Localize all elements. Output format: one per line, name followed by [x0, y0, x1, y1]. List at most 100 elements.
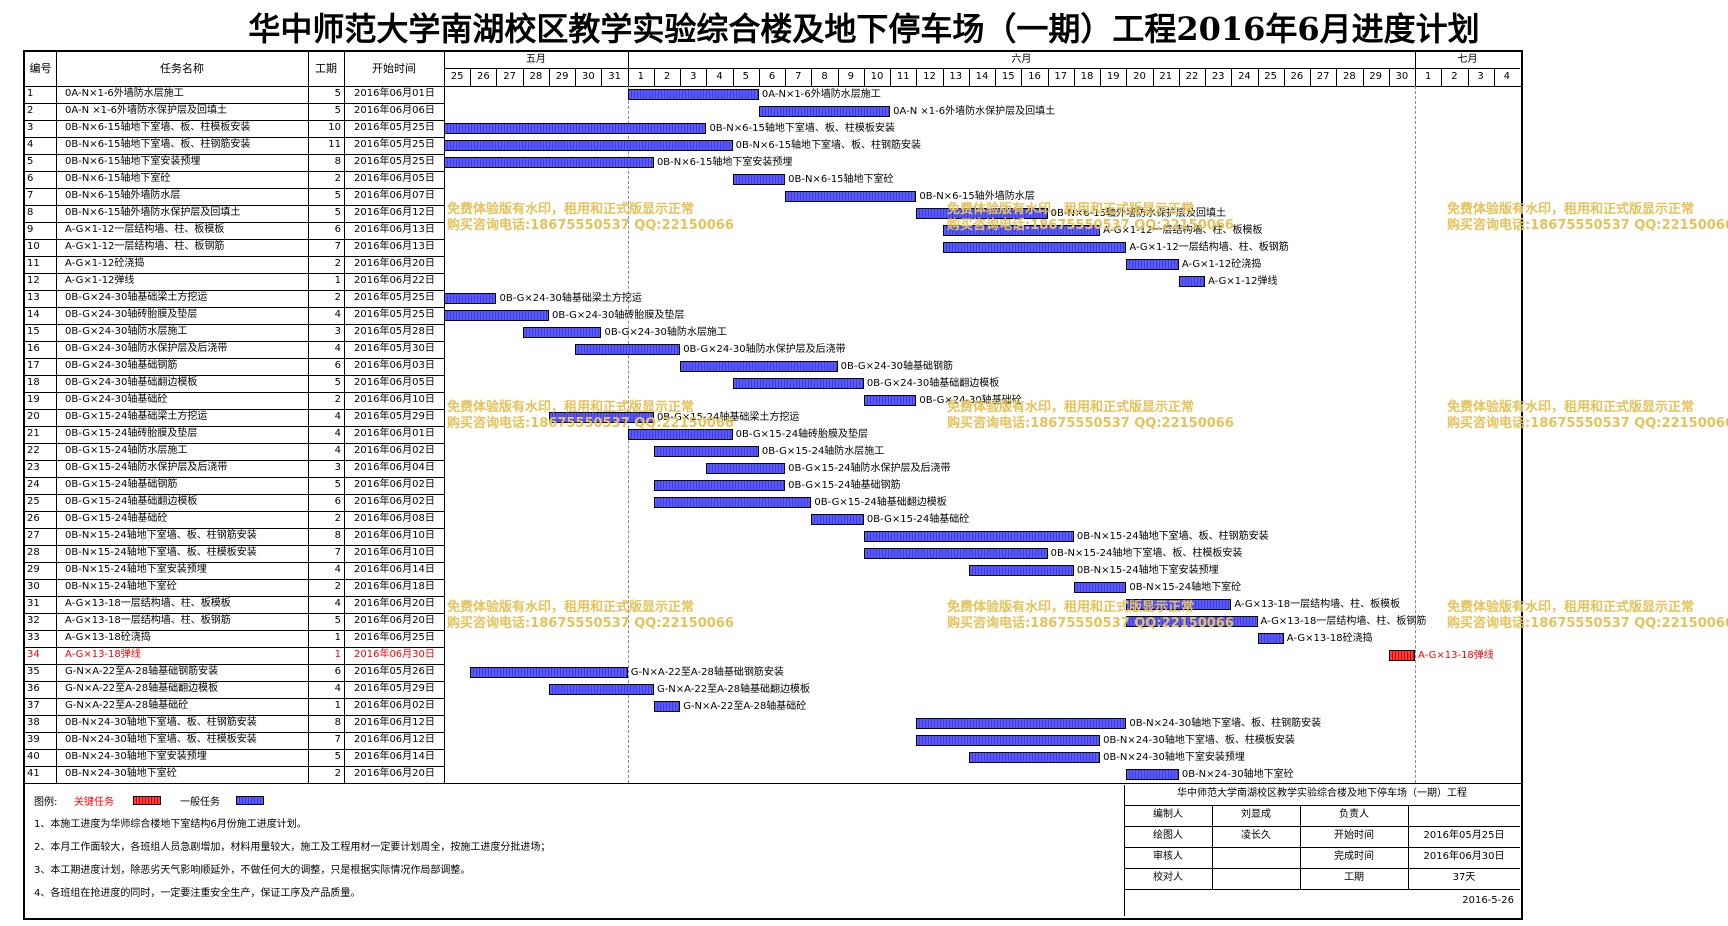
task-name: 0B-G×24-30轴基础钢筋 — [65, 360, 178, 371]
task-bar[interactable] — [627, 429, 733, 440]
day-header: 29 — [1369, 71, 1383, 82]
column-divider — [344, 52, 345, 783]
task-bar[interactable] — [916, 735, 1101, 746]
task-bar[interactable] — [470, 667, 628, 678]
day-header: 15 — [1001, 71, 1015, 82]
task-bar[interactable] — [916, 718, 1127, 729]
task-duration: 7 — [334, 241, 341, 252]
task-name: 0B-G×15-24轴防水层施工 — [65, 445, 188, 456]
task-bar[interactable] — [706, 463, 786, 474]
task-duration: 6 — [334, 496, 341, 507]
info-cell: 完成时间 — [1334, 851, 1374, 862]
task-start-date: 2016年06月12日 — [354, 207, 435, 218]
row-divider — [25, 596, 444, 597]
task-bar-label: 0B-N×15-24轴地下室墙、板、柱钢筋安装 — [1076, 531, 1269, 542]
month-boundary-line — [1415, 86, 1417, 783]
task-bar[interactable] — [732, 174, 786, 185]
day-header: 6 — [768, 71, 776, 82]
task-bar[interactable] — [1126, 599, 1232, 610]
task-bar-label: A-G×13-18弹线 — [1418, 650, 1494, 661]
task-start-date: 2016年06月01日 — [354, 428, 435, 439]
day-header: 28 — [529, 71, 543, 82]
task-bar[interactable] — [863, 548, 1048, 559]
task-bar[interactable] — [1126, 259, 1179, 270]
task-start-date: 2016年06月20日 — [354, 598, 435, 609]
task-duration: 4 — [334, 411, 341, 422]
task-bar[interactable] — [653, 446, 759, 457]
row-divider — [25, 120, 444, 121]
info-line — [1124, 805, 1520, 806]
task-bar[interactable] — [732, 378, 864, 389]
task-bar[interactable] — [863, 395, 917, 406]
task-bar-label: 0B-N×6-15轴地下室墙、板、柱模板安装 — [709, 123, 895, 134]
day-divider — [942, 68, 944, 86]
row-divider — [25, 103, 444, 104]
task-duration: 1 — [334, 649, 341, 660]
task-bar[interactable] — [1257, 633, 1284, 644]
task-name: 0B-G×15-24轴防水保护层及后浇带 — [65, 462, 228, 473]
day-divider — [1047, 68, 1049, 86]
task-bar[interactable] — [680, 361, 838, 372]
task-bar[interactable] — [444, 293, 497, 304]
task-start-date: 2016年06月08日 — [354, 513, 435, 524]
day-header: 25 — [450, 71, 464, 82]
task-number: 17 — [27, 360, 40, 371]
task-number: 26 — [27, 513, 40, 524]
task-bar[interactable] — [653, 480, 786, 491]
day-header: 29 — [555, 71, 569, 82]
task-bar[interactable] — [968, 752, 1101, 763]
critical-task-bar[interactable] — [1388, 650, 1415, 661]
task-bar[interactable] — [444, 310, 549, 321]
row-divider — [25, 273, 444, 274]
task-bar-label: G-N×A-22至A-28轴基础砼 — [683, 701, 807, 712]
info-line — [1124, 889, 1520, 890]
task-bar[interactable] — [444, 157, 654, 168]
task-bar[interactable] — [968, 565, 1074, 576]
task-bar[interactable] — [444, 140, 733, 151]
task-bar[interactable] — [811, 514, 864, 525]
note-line: 1、本施工进度为华师综合楼地下室结构6月份施工进度计划。 — [34, 819, 307, 830]
task-bar[interactable] — [1178, 276, 1206, 287]
task-number: 19 — [27, 394, 40, 405]
day-header: 23 — [1211, 71, 1225, 82]
task-bar[interactable] — [942, 225, 1101, 236]
task-duration: 2 — [334, 258, 341, 269]
row-divider — [25, 324, 444, 325]
task-bar[interactable] — [1073, 582, 1127, 593]
day-header: 4 — [1503, 71, 1511, 82]
task-name: 0B-G×15-24轴基础砼 — [65, 513, 168, 524]
task-bar[interactable] — [444, 123, 707, 134]
info-cell: 开始时间 — [1334, 830, 1374, 841]
task-bar[interactable] — [653, 701, 681, 712]
task-bar[interactable] — [575, 344, 681, 355]
info-line — [1124, 826, 1520, 827]
month-divider — [627, 52, 629, 68]
task-bar[interactable] — [548, 412, 654, 423]
task-bar[interactable] — [785, 191, 917, 202]
task-bar[interactable] — [942, 242, 1127, 253]
task-bar-label: 0B-N×24-30轴地下室墙、板、柱钢筋安装 — [1129, 718, 1322, 729]
task-bar[interactable] — [1126, 769, 1179, 780]
month-divider — [1415, 52, 1417, 68]
task-duration: 5 — [334, 479, 341, 490]
gantt-frame — [23, 50, 1523, 920]
task-duration: 4 — [334, 428, 341, 439]
task-bar[interactable] — [653, 497, 812, 508]
day-divider — [548, 68, 550, 86]
task-bar[interactable] — [522, 327, 602, 338]
task-bar[interactable] — [627, 89, 759, 100]
task-bar[interactable] — [863, 531, 1074, 542]
task-bar[interactable] — [1126, 616, 1258, 627]
task-start-date: 2016年06月12日 — [354, 734, 435, 745]
task-start-date: 2016年06月10日 — [354, 530, 435, 541]
task-bar[interactable] — [548, 684, 654, 695]
row-divider — [25, 409, 444, 410]
task-bar[interactable] — [758, 106, 891, 117]
row-divider — [25, 443, 444, 444]
task-bar-label: 0B-G×15-24轴砖胎膜及垫层 — [735, 429, 869, 440]
legend-label: 图例: — [34, 797, 58, 808]
task-start-date: 2016年06月18日 — [354, 581, 435, 592]
task-bar[interactable] — [916, 208, 1048, 219]
task-duration: 1 — [334, 632, 341, 643]
task-start-date: 2016年06月07日 — [354, 190, 435, 201]
